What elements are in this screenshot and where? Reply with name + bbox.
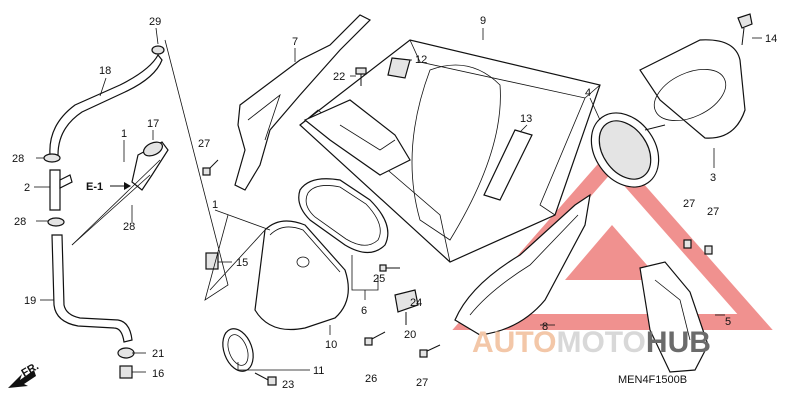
watermark-brand-part2: MOTO xyxy=(556,326,645,359)
wing-bolt-part-14 xyxy=(737,13,753,46)
callout-14: 14 xyxy=(765,33,777,45)
callout-1-upper: 1 xyxy=(121,128,127,140)
watermark-brand-part1: AUTO xyxy=(472,326,556,359)
callout-3: 3 xyxy=(710,172,716,184)
watermark-brand-part3: HUB xyxy=(646,326,711,359)
drawing-code: MEN4F1500B xyxy=(618,374,687,386)
svg-text:AUTOMOTOHUB: AUTOMOTOHUB xyxy=(472,326,711,359)
callout-7: 7 xyxy=(292,36,298,48)
callout-6: 6 xyxy=(361,305,367,317)
side-cover-part-8 xyxy=(454,193,591,336)
hose-part-19 xyxy=(51,234,133,343)
bolt-part-27-right-b xyxy=(704,245,713,255)
callout-25: 25 xyxy=(373,273,385,285)
bracket-part-24 xyxy=(394,289,419,325)
filter-element-part-4 xyxy=(590,112,666,188)
callout-27-bottom: 27 xyxy=(416,377,428,389)
airbox-bracket xyxy=(303,99,411,176)
callout-22: 22 xyxy=(333,71,345,83)
callout-27-right-a: 27 xyxy=(683,198,695,210)
callout-9: 9 xyxy=(480,15,486,27)
callout-11: 11 xyxy=(313,365,324,377)
callout-28-top: 28 xyxy=(12,153,24,165)
clip-part-12 xyxy=(387,57,411,79)
clamp-part-28-a xyxy=(43,153,61,163)
bolt-part-26 xyxy=(364,331,386,346)
callout-17: 17 xyxy=(147,118,159,130)
callout-8: 8 xyxy=(542,321,548,333)
ref-label-e1: E-1 xyxy=(86,181,103,193)
callout-20: 20 xyxy=(404,329,416,341)
gasket-ring xyxy=(298,178,389,254)
bolt-part-27-left xyxy=(202,159,219,176)
callout-27-left: 27 xyxy=(198,138,210,150)
bolt-part-22 xyxy=(355,67,367,86)
callout-4: 4 xyxy=(585,87,591,99)
grommet-part-15 xyxy=(205,252,219,270)
clamp-part-29 xyxy=(151,45,165,55)
air-box-part-9 xyxy=(299,39,601,263)
callout-21: 21 xyxy=(152,348,164,360)
strip-part-13 xyxy=(483,129,533,201)
callout-16: 16 xyxy=(152,368,164,380)
callout-1-lower: 1 xyxy=(212,199,218,211)
bolt-part-25 xyxy=(379,264,400,272)
callout-15: 15 xyxy=(236,257,248,269)
callout-10: 10 xyxy=(325,339,337,351)
callout-24: 24 xyxy=(410,297,422,309)
air-boot-part-10 xyxy=(254,220,349,331)
front-label: FR. xyxy=(20,360,41,379)
clamp-part-11 xyxy=(222,328,254,372)
elbow-part-17 xyxy=(131,141,169,191)
side-cover-part-5 xyxy=(639,261,709,373)
callout-2: 2 xyxy=(24,182,30,194)
watermark-brand: AUTOMOTOHUB xyxy=(472,326,711,359)
callout-12: 12 xyxy=(415,54,427,66)
callout-26: 26 xyxy=(365,373,377,385)
bolt-part-27-right-a xyxy=(683,239,692,249)
callout-18: 18 xyxy=(99,65,111,77)
joint-part-2 xyxy=(49,169,73,211)
callout-5: 5 xyxy=(725,316,731,328)
front-arrow-icon xyxy=(8,370,36,388)
plug-part-16 xyxy=(119,365,133,379)
callout-27-right-b: 27 xyxy=(707,206,719,218)
clamp-part-28-b xyxy=(47,217,65,227)
callout-23: 23 xyxy=(282,379,294,391)
bolt-part-23 xyxy=(254,372,277,386)
leader-lines xyxy=(34,27,762,373)
callout-29: 29 xyxy=(149,16,161,28)
filter-housing-part-3 xyxy=(639,39,746,139)
bolt-part-27-bottom xyxy=(419,344,441,358)
callout-28-right: 28 xyxy=(123,221,135,233)
callout-labels: 29 18 1 17 28 2 E-1 28 28 19 21 16 27 1 … xyxy=(12,15,777,391)
reference-arrow-e1 xyxy=(110,182,131,190)
callout-19: 19 xyxy=(24,295,36,307)
plug-part-21 xyxy=(117,347,135,359)
hose-part-18 xyxy=(49,53,163,156)
callout-13: 13 xyxy=(520,113,532,125)
side-bracket-part-7 xyxy=(234,14,372,191)
callout-28-mid: 28 xyxy=(14,216,26,228)
